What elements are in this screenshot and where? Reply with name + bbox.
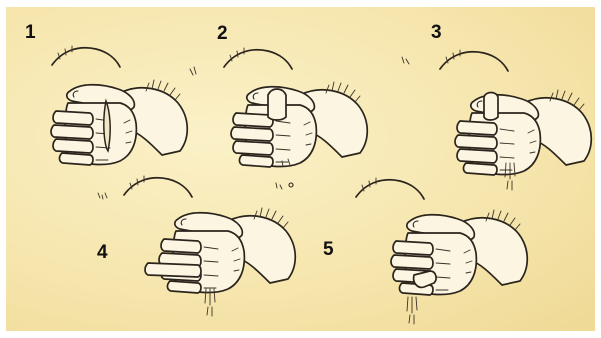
step-number-4: 4 — [97, 243, 108, 262]
step-number-5: 5 — [323, 240, 334, 259]
hand-position-2 — [224, 48, 367, 187]
step-number-3: 3 — [431, 23, 442, 42]
illustration-sheet: 1 2 3 4 5 — [6, 7, 595, 331]
hand-position-5 — [356, 178, 527, 324]
hand-illustrations — [6, 7, 595, 331]
hand-position-3 — [440, 50, 591, 190]
step-number-2: 2 — [217, 24, 228, 43]
hand-position-4 — [124, 176, 295, 316]
step-number-1: 1 — [25, 23, 36, 42]
hand-position-1 — [51, 46, 187, 165]
